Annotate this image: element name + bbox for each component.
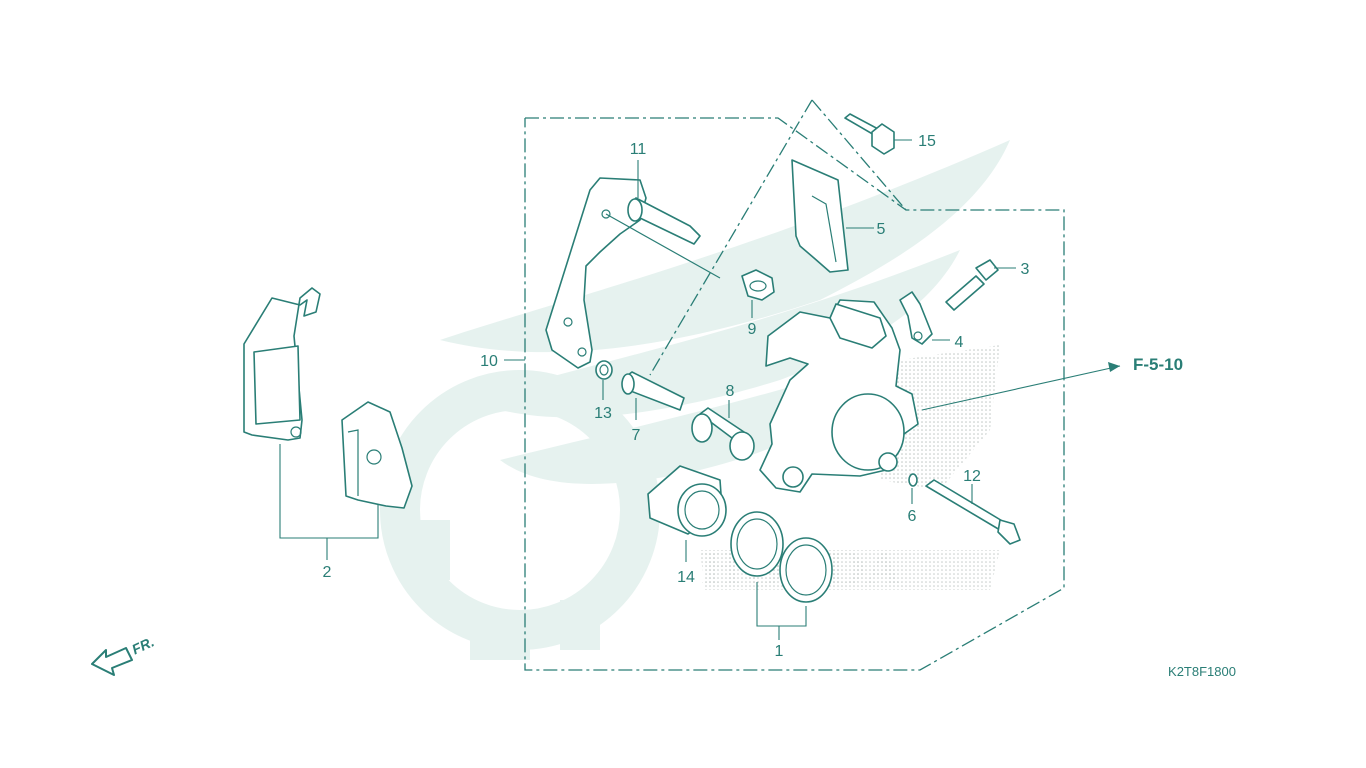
bracket-pin <box>627 197 701 245</box>
callout-7: 7 <box>632 427 641 444</box>
front-direction-arrow <box>91 647 133 676</box>
callout-1: 1 <box>775 643 784 660</box>
reference-link[interactable]: F-5-10 <box>1133 355 1183 374</box>
bolt <box>844 113 895 155</box>
caliper-body <box>759 299 919 493</box>
front-direction-label: FR. <box>129 633 156 657</box>
caliper-bracket <box>545 177 647 369</box>
piston <box>647 465 727 537</box>
bleeder-screw <box>945 259 999 311</box>
callout-3: 3 <box>1021 261 1030 278</box>
pad-pin <box>925 479 1021 545</box>
piston-seals <box>730 511 833 603</box>
callout-6: 6 <box>908 508 917 525</box>
o-ring <box>908 473 918 487</box>
bracket-boundary <box>811 99 907 211</box>
callout-11: 11 <box>630 141 647 158</box>
bleeder-cap <box>899 291 933 345</box>
callout-8: 8 <box>726 383 735 400</box>
pad-retainer <box>791 159 849 273</box>
pin-boot <box>741 269 775 301</box>
callout-14: 14 <box>677 569 695 586</box>
callout-12: 12 <box>963 468 981 485</box>
callout-5: 5 <box>877 221 886 238</box>
reference-arrowhead <box>1108 362 1120 372</box>
callout-13: 13 <box>594 405 612 422</box>
assembly-boundary <box>524 117 1065 671</box>
callout-15: 15 <box>918 133 936 150</box>
brake-pad-left <box>243 287 321 441</box>
drawing-code: K2T8F1800 <box>1168 664 1236 679</box>
caliper-pin <box>621 371 685 411</box>
callout-9: 9 <box>748 321 757 338</box>
brake-pad-right <box>341 401 413 509</box>
pin-sleeve <box>691 407 755 461</box>
leader-lines <box>504 139 1121 562</box>
callout-2: 2 <box>323 564 332 581</box>
callout-10: 10 <box>480 353 498 370</box>
washer <box>595 360 613 380</box>
callout-4: 4 <box>955 334 964 351</box>
